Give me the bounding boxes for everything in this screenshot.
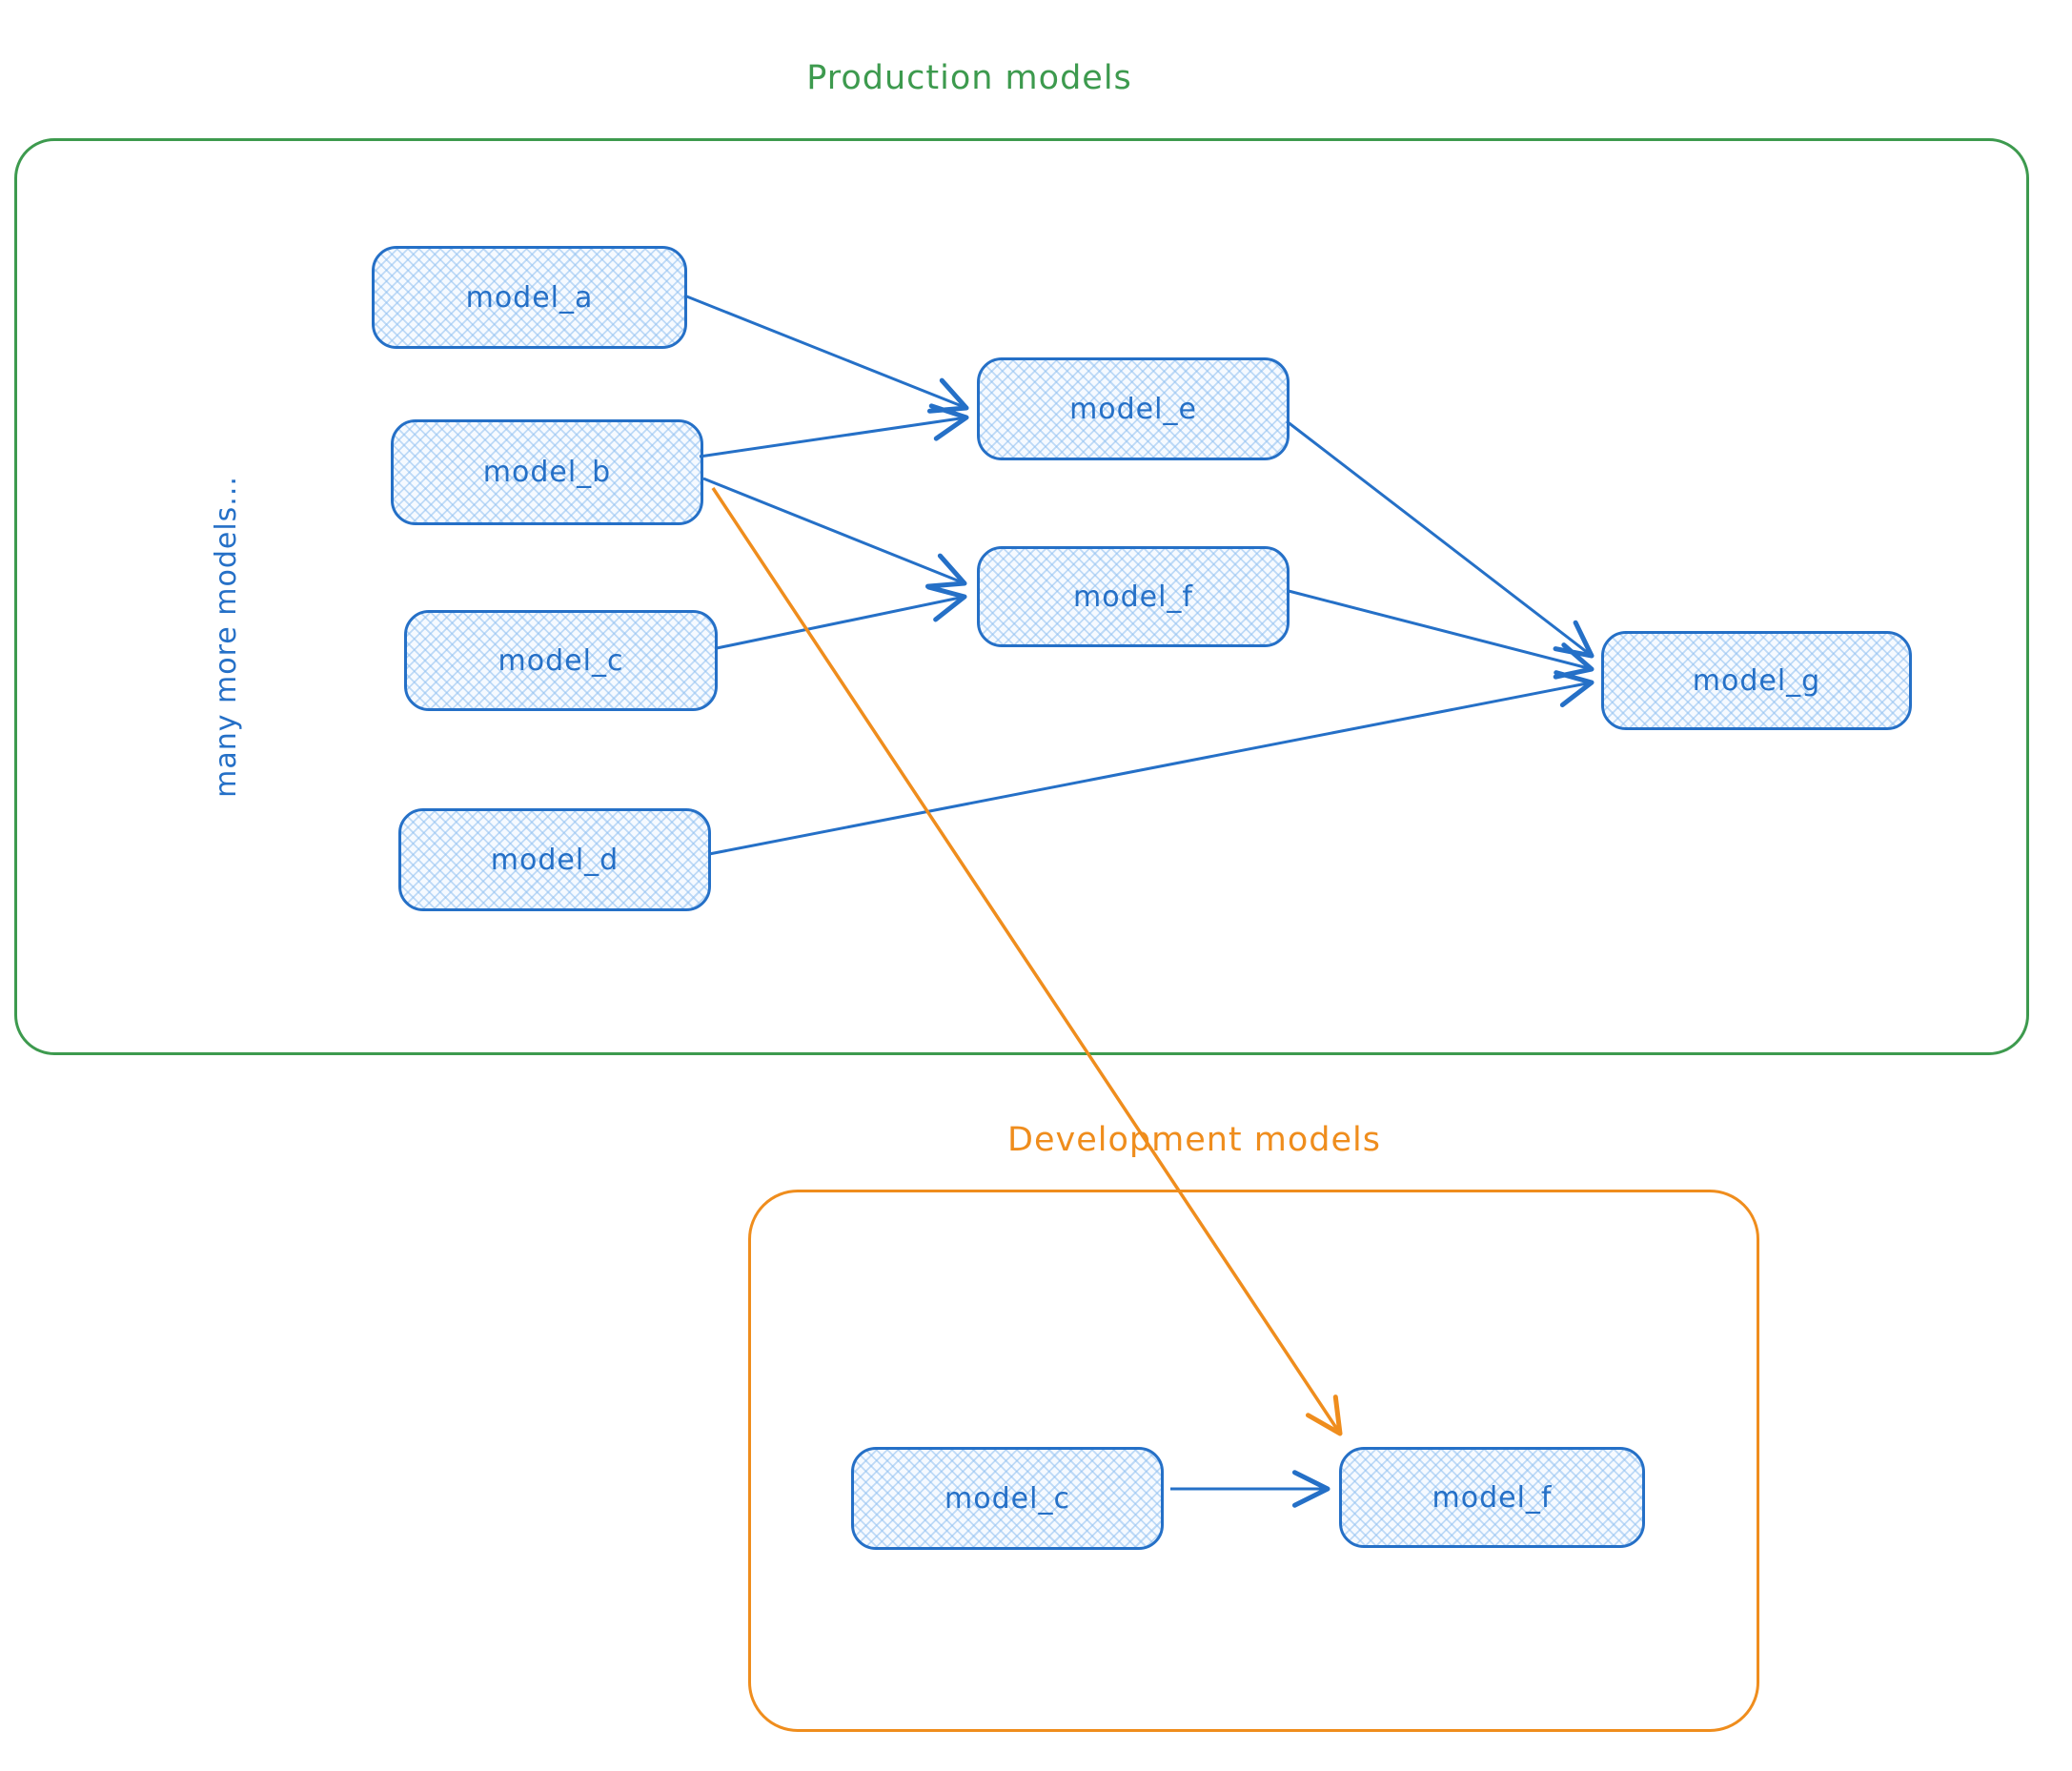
node-model-c-label: model_c bbox=[498, 643, 624, 678]
node-dev-model-c: model_c bbox=[851, 1447, 1164, 1550]
node-dev-model-f: model_f bbox=[1339, 1447, 1645, 1548]
node-model-b-label: model_b bbox=[482, 456, 612, 489]
many-more-models-note: many more models... bbox=[210, 476, 243, 798]
node-model-e: model_e bbox=[977, 357, 1290, 460]
node-model-a: model_a bbox=[372, 246, 687, 349]
node-model-d: model_d bbox=[398, 808, 711, 911]
node-model-e-label: model_e bbox=[1069, 392, 1197, 426]
node-model-f: model_f bbox=[977, 546, 1290, 647]
node-model-c: model_c bbox=[404, 610, 718, 711]
node-model-d-label: model_d bbox=[490, 843, 620, 877]
node-model-g: model_g bbox=[1601, 631, 1912, 730]
node-model-f-label: model_f bbox=[1073, 580, 1193, 614]
node-model-g-label: model_g bbox=[1692, 663, 1821, 698]
production-title: Production models bbox=[806, 59, 1132, 97]
node-model-a-label: model_a bbox=[465, 280, 594, 315]
node-dev-model-f-label: model_f bbox=[1432, 1480, 1553, 1515]
node-dev-model-c-label: model_c bbox=[945, 1481, 1070, 1516]
node-model-b: model_b bbox=[391, 419, 703, 525]
development-title: Development models bbox=[1007, 1121, 1381, 1159]
